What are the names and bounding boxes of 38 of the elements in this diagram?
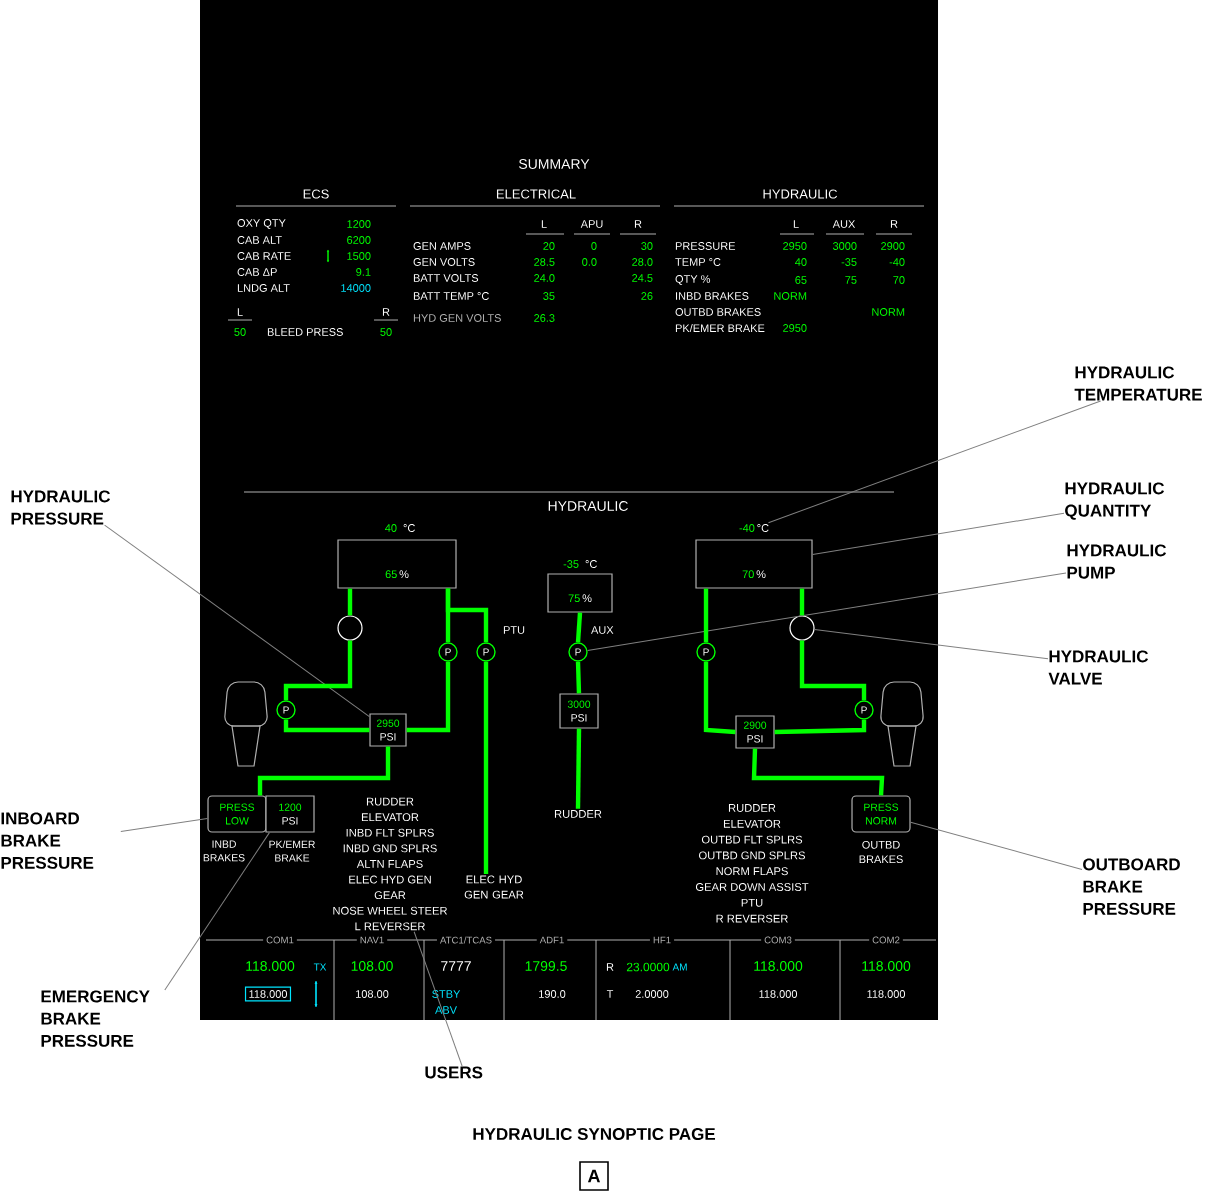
callout-text: EMERGENCY BRAKE PRESSURE: [41, 990, 150, 1047]
callout-text: HYDRAULIC PRESSURE: [11, 490, 111, 525]
leader-line: [120, 817, 208, 833]
hydraulic-line: [575, 612, 583, 643]
leader-line: [812, 512, 1065, 555]
callout-text: USERS: [425, 1066, 483, 1079]
leader-line: [587, 572, 1067, 651]
hydraulic-line: [799, 640, 867, 701]
figure-letter: A: [579, 1161, 609, 1191]
leader-line: [104, 524, 370, 718]
hydraulic-line: [483, 661, 489, 875]
hydraulic-line: [445, 588, 489, 643]
hydraulic-line: [575, 728, 582, 809]
callout-text: HYDRAULIC TEMPERATURE: [1074, 366, 1202, 401]
callout-text: HYDRAULIC PUMP: [1067, 544, 1167, 579]
leader-line: [164, 832, 270, 991]
caption: HYDRAULIC SYNOPTIC PAGE: [473, 1128, 715, 1140]
callout-text: OUTBOARD BRAKE PRESSURE: [1083, 858, 1180, 915]
hydraulic-line: [703, 661, 736, 735]
hydraulic-line: [257, 746, 391, 796]
hydraulic-line: [774, 719, 867, 735]
hydraulic-line: [283, 719, 370, 733]
hydraulic-line: [799, 588, 805, 616]
leader-line: [413, 931, 463, 1067]
leader-line: [814, 629, 1049, 660]
hydraulic-line: [751, 748, 885, 796]
hydraulic-line: [575, 661, 582, 694]
hydraulic-line: [703, 588, 709, 643]
hydraulic-line: [406, 661, 451, 733]
leader-line: [767, 400, 1102, 524]
callout-text: HYDRAULIC VALVE: [1048, 650, 1149, 685]
valve-circle: [789, 615, 815, 641]
callout-text: INBOARD BRAKE PRESSURE: [1, 812, 94, 869]
hydraulic-line: [283, 640, 353, 701]
leader-line: [910, 821, 1083, 870]
callout-text: HYDRAULIC QUANTITY: [1065, 482, 1165, 520]
valve-circle: [337, 615, 363, 641]
hydraulic-line: [347, 588, 353, 616]
